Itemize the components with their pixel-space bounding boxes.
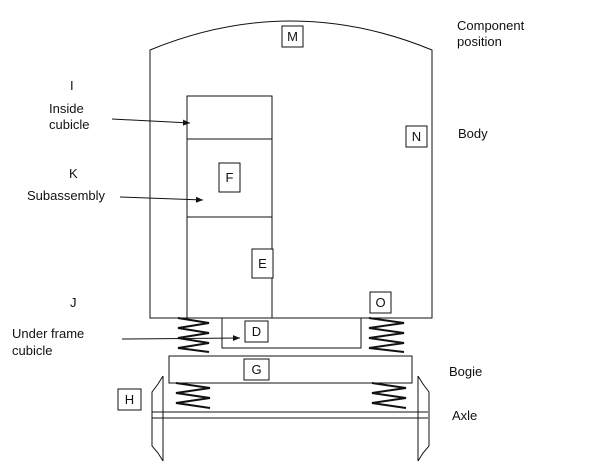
- label-k: K: [69, 166, 78, 181]
- bogie-frame: [168, 355, 413, 384]
- box-e-label: E: [258, 256, 267, 271]
- arrow-under-frame-cubicle: [121, 335, 241, 342]
- inside-cubicle-label-line2: cubicle: [49, 117, 89, 132]
- box-f: F: [218, 162, 241, 193]
- box-h: H: [117, 388, 142, 411]
- box-m: M: [281, 25, 304, 48]
- bogie-label: Bogie: [449, 364, 482, 379]
- box-e: E: [251, 248, 274, 279]
- box-m-label: M: [287, 29, 298, 44]
- secondary-spring-left: [177, 317, 210, 353]
- box-g: G: [243, 358, 270, 381]
- under-frame-cubicle-box: [221, 317, 362, 349]
- component-position-label-line2: position: [457, 34, 502, 49]
- body-label: Body: [458, 126, 488, 141]
- subassembly-label: Subassembly: [27, 188, 106, 203]
- box-g-label: G: [251, 362, 261, 377]
- box-d: D: [244, 320, 269, 343]
- arrow-subassembly: [119, 196, 204, 203]
- car-body-outline: [149, 20, 433, 319]
- secondary-spring-right: [368, 317, 405, 353]
- component-position-label-line1: Component: [457, 18, 525, 33]
- wheel-right: [417, 375, 430, 462]
- primary-spring-right: [371, 382, 407, 409]
- under-frame-cubicle-label-line1: Under frame: [12, 326, 84, 341]
- axle-label: Axle: [452, 408, 477, 423]
- label-j: J: [70, 295, 77, 310]
- box-o: O: [369, 291, 392, 314]
- inside-cubicle-label-line1: Inside: [49, 101, 84, 116]
- box-d-label: D: [252, 324, 261, 339]
- box-f-label: F: [226, 170, 234, 185]
- label-i: I: [70, 78, 74, 93]
- box-o-label: O: [375, 295, 385, 310]
- under-frame-cubicle-label-line2: cubicle: [12, 343, 52, 358]
- arrow-inside-cubicle: [111, 118, 191, 126]
- box-n: N: [405, 125, 428, 148]
- wheel-left: [151, 375, 164, 462]
- cubicle-column: [186, 95, 273, 319]
- box-h-label: H: [125, 392, 134, 407]
- box-n-label: N: [412, 129, 421, 144]
- primary-spring-left: [175, 382, 211, 409]
